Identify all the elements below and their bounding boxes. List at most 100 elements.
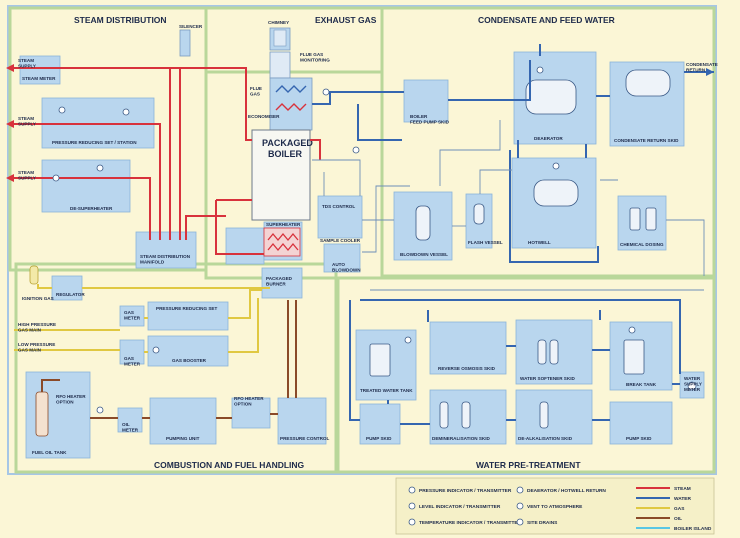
auto-blowdown-skid xyxy=(323,243,361,273)
pressure-indicator-icon xyxy=(122,108,130,116)
legend-line-label: WATER xyxy=(674,496,692,502)
pressure-indicator-icon xyxy=(408,486,416,494)
gas-meter-1-skid xyxy=(119,305,145,327)
label-superheater: SUPERHEATER xyxy=(266,222,301,227)
break-tank xyxy=(623,339,645,375)
label-chimney: CHIMNEY xyxy=(268,20,289,25)
chemical-dosing-skid xyxy=(617,195,667,251)
label-treated-water-tank: TREATED WATER TANK xyxy=(360,388,413,393)
valve-skid-small xyxy=(225,227,265,265)
level-indicator-icon xyxy=(552,162,560,170)
label-pumping-unit: PUMPING UNIT xyxy=(166,436,200,441)
packaged-boiler xyxy=(251,129,311,221)
label-pump-skid-2: PUMP SKID xyxy=(626,436,652,441)
flue-stack xyxy=(269,51,291,79)
pressure-indicator-icon xyxy=(58,106,66,114)
reverse-osmosis-skid xyxy=(429,321,507,375)
label-sample-cooler: SAMPLE COOLER xyxy=(320,238,361,243)
section-title-exhaust-gas: EXHAUST GAS xyxy=(315,15,377,25)
label-steam-meter: STEAM METER xyxy=(22,76,56,81)
superheater-coil-icon xyxy=(267,232,299,242)
level-indicator-icon xyxy=(404,336,412,344)
legend-symbol-label: TEMPERATURE INDICATOR / TRANSMITTER xyxy=(419,520,522,526)
condensate-return-arrow xyxy=(706,68,714,76)
deaerator-vessel xyxy=(525,79,577,115)
temperature-indicator-icon xyxy=(96,164,104,172)
legend-line-label: OIL xyxy=(674,516,682,522)
steam-supply-arrows xyxy=(6,64,14,182)
softener-column-2 xyxy=(549,339,559,365)
steam-arrow-2 xyxy=(6,120,14,128)
label-blowdown-vessel: BLOWDOWN VESSEL xyxy=(400,252,448,257)
label-break-tank: BREAK TANK xyxy=(626,382,657,387)
label-fuel-oil-tank: FUEL OIL TANK xyxy=(32,450,67,455)
temperature-indicator-icon xyxy=(96,406,104,414)
legend-symbol-label: SITE DRAINS xyxy=(527,520,558,526)
rfo-heater-2-skid xyxy=(231,397,271,429)
gas-booster-skid xyxy=(147,335,229,367)
blowdown-vessel xyxy=(415,205,431,241)
steam-arrow-1 xyxy=(6,64,14,72)
legend-symbols: PRESSURE INDICATOR / TRANSMITTER LEVEL IN… xyxy=(408,486,606,526)
site-drains-icon xyxy=(516,518,524,526)
skid-boxes xyxy=(19,51,705,459)
label-flash-vessel: FLASH VESSEL xyxy=(468,240,503,245)
label-silencer: SILENCER xyxy=(179,24,203,29)
chimney-fan-icon xyxy=(273,29,287,47)
dealk-column xyxy=(539,401,549,429)
demin-column-1 xyxy=(439,401,449,429)
outer-frame xyxy=(7,5,717,475)
silencer xyxy=(179,29,191,57)
economiser-coil-icon-2 xyxy=(275,103,307,111)
pump-skid-2-skid xyxy=(609,401,673,445)
legend-line-label: STEAM xyxy=(674,486,691,492)
superheater xyxy=(263,227,301,257)
ignition-gas-bottle xyxy=(29,265,39,285)
pressure-indicator-icon xyxy=(536,66,544,74)
pressure-reducing-set-skid xyxy=(147,301,229,331)
demin-column-2 xyxy=(461,401,471,429)
boiler-label-2: BOILER xyxy=(268,149,303,159)
label-pressure-reducing-set: PRESSURE REDUCING SET xyxy=(156,306,217,311)
legend-symbol-label: PRESSURE INDICATOR / TRANSMITTER xyxy=(419,488,512,494)
label-hotwell: HOTWELL xyxy=(528,240,551,245)
label-deaerator: DEAERATOR xyxy=(534,136,563,141)
legend-symbol-label: LEVEL INDICATOR / TRANSMITTER xyxy=(419,504,501,510)
regulator-skid xyxy=(51,275,83,301)
boiler-label-1: PACKAGED xyxy=(262,138,313,148)
level-indicator-icon xyxy=(628,326,636,334)
break-tank-skid xyxy=(609,321,673,391)
pressure-control-skid xyxy=(277,397,327,445)
dosing-tank-2 xyxy=(645,207,657,231)
label-pressure-reducing-station: PRESSURE REDUCING SET / STATION xyxy=(52,140,137,145)
label-de-superheater: DE-SUPERHEATER xyxy=(70,206,113,211)
label-chemical-dosing: CHEMICAL DOSING xyxy=(620,242,664,247)
section-title-condensate: CONDENSATE AND FEED WATER xyxy=(478,15,615,25)
water-meter-icon xyxy=(687,381,697,391)
label-economiser: ECONOMISER xyxy=(248,114,280,119)
vent-icon xyxy=(516,502,524,510)
steam-meter-skid xyxy=(19,55,61,85)
label-demineralisation-skid: DEMINERALISATION SKID xyxy=(432,436,491,441)
label-de-alkalisation-skid: DE-ALKALISATION SKID xyxy=(518,436,573,441)
economiser-coil-icon xyxy=(275,85,307,93)
oil-meter-skid xyxy=(117,407,143,433)
dosing-tank-1 xyxy=(629,207,641,231)
label-pump-skid-1: PUMP SKID xyxy=(366,436,392,441)
section-title-steam-distribution: STEAM DISTRIBUTION xyxy=(74,15,167,25)
instrument-symbols xyxy=(52,66,697,414)
legend-symbol-label: VENT TO ATMOSPHERE xyxy=(527,504,583,510)
